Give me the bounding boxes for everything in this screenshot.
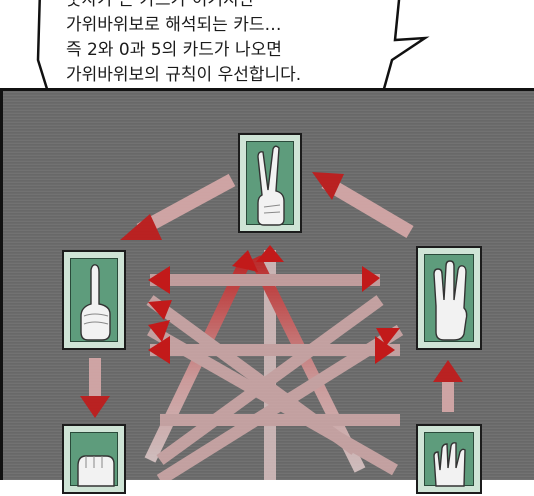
bubble-line-2: 가위바위보로 해석되는 카드… xyxy=(66,15,282,35)
open-hand-icon xyxy=(433,442,466,487)
fist-hand-icon xyxy=(77,455,115,487)
arrowhead xyxy=(256,245,284,262)
arrowhead xyxy=(362,266,380,292)
arrowhead xyxy=(148,336,170,364)
outer-arrow-line xyxy=(321,175,414,239)
arrowhead xyxy=(232,250,258,272)
card-fist-bottom-left xyxy=(62,424,126,494)
three-fingers-hand-icon xyxy=(433,260,468,341)
arrowhead xyxy=(80,396,110,418)
bubble-line-1: 숫자가 큰 카드가 이기지만 xyxy=(66,0,255,10)
arrowhead xyxy=(148,300,172,320)
bubble-line-4: 가위바위보의 규칙이 우선합니다. xyxy=(66,65,302,85)
arrowhead xyxy=(375,336,395,364)
arrowhead xyxy=(312,172,344,200)
one-finger-hand-icon xyxy=(80,264,111,341)
card-one-left xyxy=(62,250,126,350)
star-arrow-line xyxy=(156,295,384,465)
arrow-diagram xyxy=(80,172,463,480)
speech-bubble-text: 숫자가 큰 카드가 이기지만 가위바위보로 해석되는 카드… 즉 2와 0과 5… xyxy=(66,0,366,88)
card-three-right xyxy=(416,246,482,350)
arrowhead xyxy=(120,214,162,240)
card-paper-bottom-right xyxy=(416,424,482,494)
scissors-hand-icon xyxy=(257,145,285,226)
bubble-line-3: 즉 2와 0과 5의 카드가 나오면 xyxy=(66,40,282,60)
outer-arrow-line xyxy=(136,173,236,237)
arrowhead xyxy=(376,328,400,346)
star-arrow-line xyxy=(147,324,398,476)
card-scissors-top xyxy=(238,133,302,233)
arrowhead xyxy=(148,266,170,294)
star-arrow-line xyxy=(156,324,404,480)
arrowhead xyxy=(433,360,463,382)
arrowhead xyxy=(148,320,170,342)
